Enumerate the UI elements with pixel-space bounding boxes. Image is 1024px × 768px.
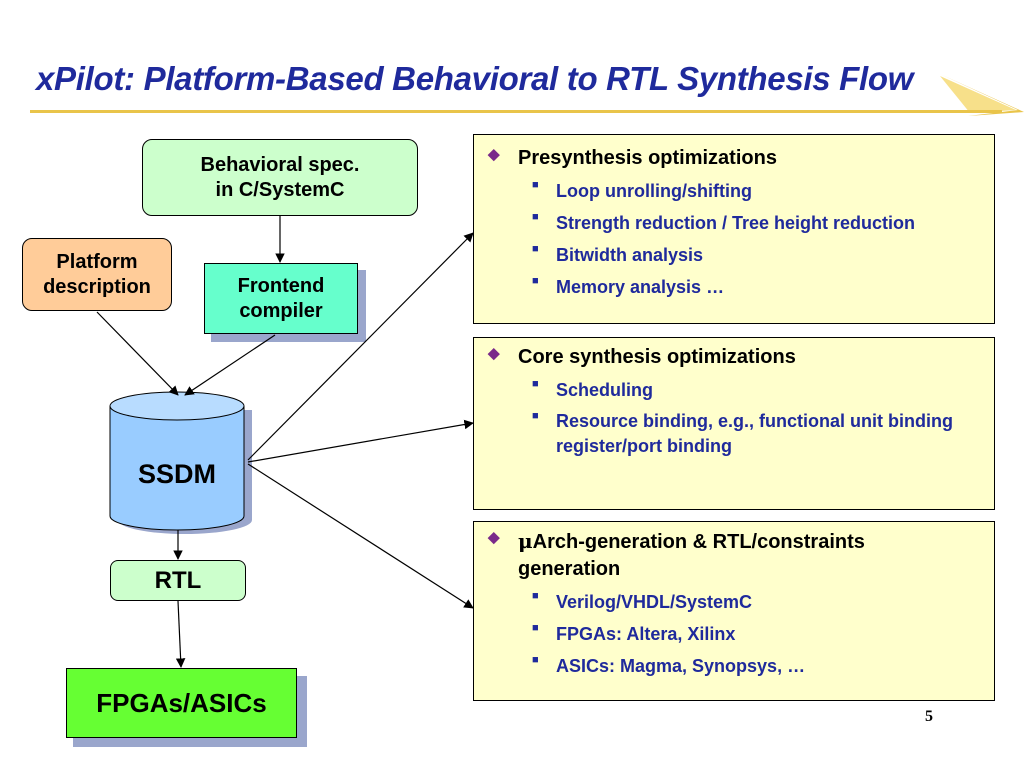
- item-text: ASICs: Magma, Synopsys, …: [556, 656, 806, 677]
- heading-text: Core synthesis optimizations: [518, 346, 796, 368]
- mu-symbol: μ: [518, 529, 533, 553]
- list-item: ■ Memory analysis …: [474, 274, 994, 300]
- slide-title: xPilot: Platform-Based Behavioral to RTL…: [36, 60, 914, 97]
- panel-heading: ◆ Presynthesis optimizations: [474, 145, 994, 172]
- item-text: Strength reduction / Tree height reducti…: [556, 213, 916, 234]
- list-item: ■ Bitwidth analysis: [474, 242, 994, 268]
- frontend-compiler-box: Frontend compiler: [204, 263, 358, 334]
- rtl-box: RTL: [110, 560, 246, 601]
- panel-heading: ◆ μArch-generation & RTL/constraints gen…: [474, 528, 994, 583]
- square-bullet-icon: ■: [532, 179, 539, 191]
- ssdm-label: SSDM: [137, 459, 216, 490]
- item-text: Loop unrolling/shifting: [556, 181, 752, 201]
- arrow-rtl-to-fpgas: [175, 600, 186, 668]
- square-bullet-icon: ■: [532, 590, 539, 602]
- list-item: ■ Resource binding, e.g., functional uni…: [474, 409, 994, 459]
- list-item: ■ Verilog/VHDL/SystemC: [474, 589, 994, 615]
- arrow-ssdm-to-arch-generation: [247, 463, 474, 609]
- square-bullet-icon: ■: [532, 378, 539, 390]
- list-item: ■ Loop unrolling/shifting: [474, 178, 994, 204]
- diamond-bullet-icon: ◆: [488, 529, 500, 546]
- title-underline: [30, 110, 1002, 113]
- list-item: ■ Strength reduction / Tree height reduc…: [474, 210, 994, 236]
- diamond-bullet-icon: ◆: [488, 345, 500, 362]
- panel-arch-generation: ◆ μArch-generation & RTL/constraints gen…: [473, 521, 995, 701]
- list-item: ■ FPGAs: Altera, Xilinx: [474, 621, 994, 647]
- square-bullet-icon: ■: [532, 654, 539, 667]
- item-text: Scheduling: [556, 380, 654, 400]
- square-bullet-icon: ■: [532, 622, 539, 635]
- panel-heading: ◆ Core synthesis optimizations: [474, 344, 994, 371]
- title-decoration: [940, 74, 1024, 116]
- behavioral-spec-box: Behavioral spec. in C/SystemC: [142, 139, 418, 216]
- ssdm-cylinder: [109, 391, 252, 534]
- item-text: Bitwidth analysis: [556, 245, 704, 266]
- square-bullet-icon: ■: [532, 410, 539, 423]
- list-item: ■ Scheduling: [474, 377, 994, 403]
- platform-description-box: Platform description: [22, 238, 172, 311]
- panel-presynthesis: ◆ Presynthesis optimizations ■ Loop unro…: [473, 134, 995, 324]
- square-bullet-icon: ■: [532, 275, 539, 288]
- list-item: ■ ASICs: Magma, Synopsys, …: [474, 653, 994, 679]
- arrow-ssdm-to-presynthesis: [247, 232, 474, 461]
- arrow-frontend-to-ssdm: [184, 334, 276, 396]
- square-bullet-icon: ■: [532, 211, 539, 224]
- panel-core-synthesis: ◆ Core synthesis optimizations ■ Schedul…: [473, 337, 995, 510]
- arrow-platform-to-ssdm: [96, 311, 179, 396]
- item-text: FPGAs: Altera, Xilinx: [556, 624, 736, 645]
- heading-text: Presynthesis optimizations: [518, 147, 777, 169]
- square-bullet-icon: ■: [532, 243, 539, 256]
- heading-text: Arch-generation & RTL/constraints genera…: [518, 531, 865, 580]
- fpgas-asics-box: FPGAs/ASICs: [66, 668, 297, 738]
- item-text: Memory analysis …: [556, 277, 725, 298]
- item-text: Resource binding, e.g., functional unit …: [556, 411, 953, 457]
- slide-number: 5: [925, 708, 933, 725]
- item-text: Verilog/VHDL/SystemC: [556, 592, 753, 612]
- arrow-ssdm-to-core-synthesis: [247, 419, 474, 463]
- diamond-bullet-icon: ◆: [488, 146, 500, 163]
